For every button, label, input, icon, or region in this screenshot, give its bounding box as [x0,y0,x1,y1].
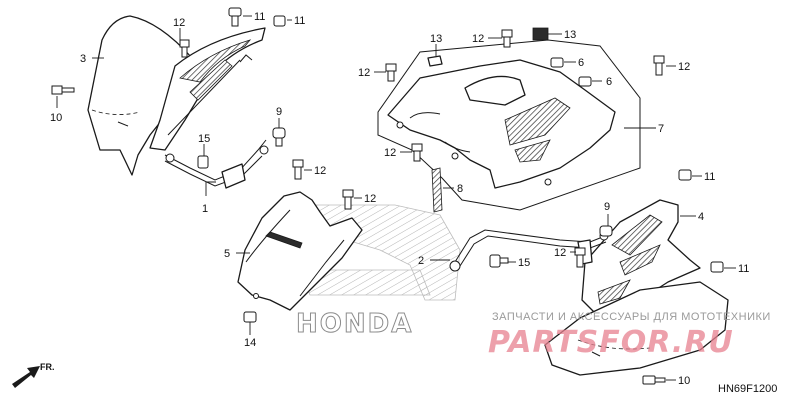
part-13-clips [427,27,549,67]
callout-12: 12 [358,67,370,79]
callout-14: 14 [244,337,256,349]
callout-15: 15 [518,257,530,269]
bolt-12-d [501,29,513,48]
bolt-11-top-right [273,15,286,27]
nut-14 [243,311,257,323]
callout-9: 9 [604,201,610,213]
callout-5: 5 [224,248,230,260]
callout-15: 15 [198,133,210,145]
watermark-brand: PARTSFOR.RU [488,325,734,360]
callout-12: 12 [472,33,484,45]
bolt-12-c [342,189,354,210]
callout-12: 12 [384,147,396,159]
watermark: ЗАПЧАСТИ И АКСЕССУАРЫ ДЛЯ МОТОТЕХНИКИ PA… [488,311,771,360]
callout-12: 12 [364,193,376,205]
honda-logo-text: HONDA [296,309,413,339]
callout-11: 11 [294,15,305,27]
part-3-windscreen [87,15,196,176]
callout-7: 7 [658,123,664,135]
callout-12: 12 [554,247,566,259]
bolt-11-right [678,169,692,181]
callout-6: 6 [578,57,584,69]
bolt-12-e [385,63,397,82]
part-4-side-cover [581,199,701,319]
diagram-code: HN69F1200 [718,383,777,395]
part-8-pad [431,167,443,213]
front-direction-arrow: FR. [12,362,55,388]
bolt-11-top [228,7,242,27]
callout-6: 6 [606,76,612,88]
fasteners [51,7,724,385]
bolt-15-left [197,155,209,169]
callout-3: 3 [80,53,86,65]
callout-labels: 3 12 11 11 10 15 9 1 12 12 5 14 13 12 13… [50,11,749,387]
direction-label: FR. [40,362,55,372]
bolt-15-right [489,254,509,268]
callout-2: 2 [418,255,424,267]
callout-12: 12 [173,17,185,29]
bolt-11-lower-right [710,261,724,273]
callout-9: 9 [276,106,282,118]
callout-10: 10 [678,375,690,387]
bolt-9-right [599,225,613,237]
bolt-12-f [653,55,665,76]
bolt-9-left [272,127,286,147]
callout-13: 13 [430,33,442,45]
callout-11: 11 [738,263,749,275]
bolt-12-h [574,247,586,268]
bolt-10-bottom [642,375,666,385]
part-lower-fender [544,281,729,376]
callout-11: 11 [254,11,265,23]
callout-12: 12 [314,165,326,177]
callout-12: 12 [678,61,690,73]
bolt-12-g [411,143,423,162]
part-1-stay [164,139,269,189]
part-6-grommets [550,57,592,87]
bolt-12-a [179,39,190,58]
part-inner-panel [149,27,266,151]
callout-4: 4 [698,211,704,223]
callout-1: 1 [202,203,208,215]
watermark-caption: ЗАПЧАСТИ И АКСЕССУАРЫ ДЛЯ МОТОТЕХНИКИ [492,311,771,323]
part-7-tank-cover [377,39,641,211]
leader-lines [56,15,736,381]
bolt-12-b [292,159,304,180]
callout-10: 10 [50,112,62,124]
bolt-10-left [51,85,75,95]
callout-13: 13 [564,29,576,41]
callout-11: 11 [704,171,715,183]
callout-8: 8 [457,183,463,195]
part-5-front-mask [237,191,363,311]
